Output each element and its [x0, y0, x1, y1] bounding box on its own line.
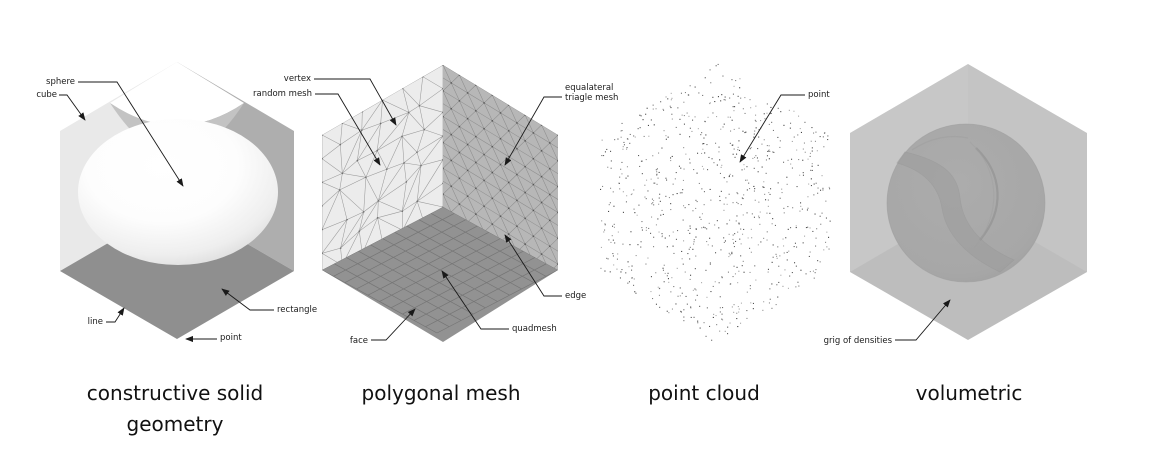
- leader-vertex: [314, 78, 397, 126]
- leader-line: [106, 307, 125, 323]
- title-constructive-solid-geometry: constructive solid geometry: [86, 381, 264, 436]
- leader-cube: [59, 94, 86, 121]
- leader-quadmesh: [441, 270, 509, 330]
- leader-point-cloud: [739, 94, 805, 163]
- leader-edge: [504, 234, 562, 297]
- label-edge: edge: [565, 291, 587, 301]
- leader-grid-of-densities: [895, 299, 951, 341]
- random-mesh-face: [322, 65, 443, 270]
- label-line: line: [87, 317, 103, 327]
- quadmesh-face: [322, 207, 558, 334]
- volumetric-figure: [850, 64, 1087, 340]
- polygonal-mesh-figure: [322, 65, 558, 342]
- label-triangle-mesh: equalateral triagle mesh: [565, 83, 619, 103]
- title-polygonal-mesh: polygonal mesh: [361, 381, 521, 405]
- leader-rectangle: [221, 288, 274, 311]
- title-point-cloud: point cloud: [648, 381, 760, 405]
- label-grid-of-densities: grig of densities: [823, 336, 892, 346]
- label-face: face: [349, 336, 368, 346]
- label-random-mesh: random mesh: [253, 89, 312, 99]
- label-quadmesh: quadmesh: [512, 324, 557, 334]
- label-point-cloud: point: [808, 90, 830, 100]
- label-vertex: vertex: [283, 74, 311, 84]
- label-cube: cube: [36, 90, 57, 100]
- leader-lines: [59, 78, 951, 343]
- leader-triangle-mesh: [504, 96, 562, 166]
- leader-sphere: [78, 81, 184, 187]
- label-rectangle: rectangle: [277, 305, 318, 315]
- label-sphere: sphere: [46, 77, 75, 87]
- point-cloud-figure: [600, 63, 831, 341]
- leader-face: [371, 308, 416, 341]
- label-point-csg: point: [220, 333, 242, 343]
- title-volumetric: volumetric: [915, 381, 1023, 405]
- leader-random-mesh: [315, 93, 381, 166]
- csg-figure: [60, 62, 294, 339]
